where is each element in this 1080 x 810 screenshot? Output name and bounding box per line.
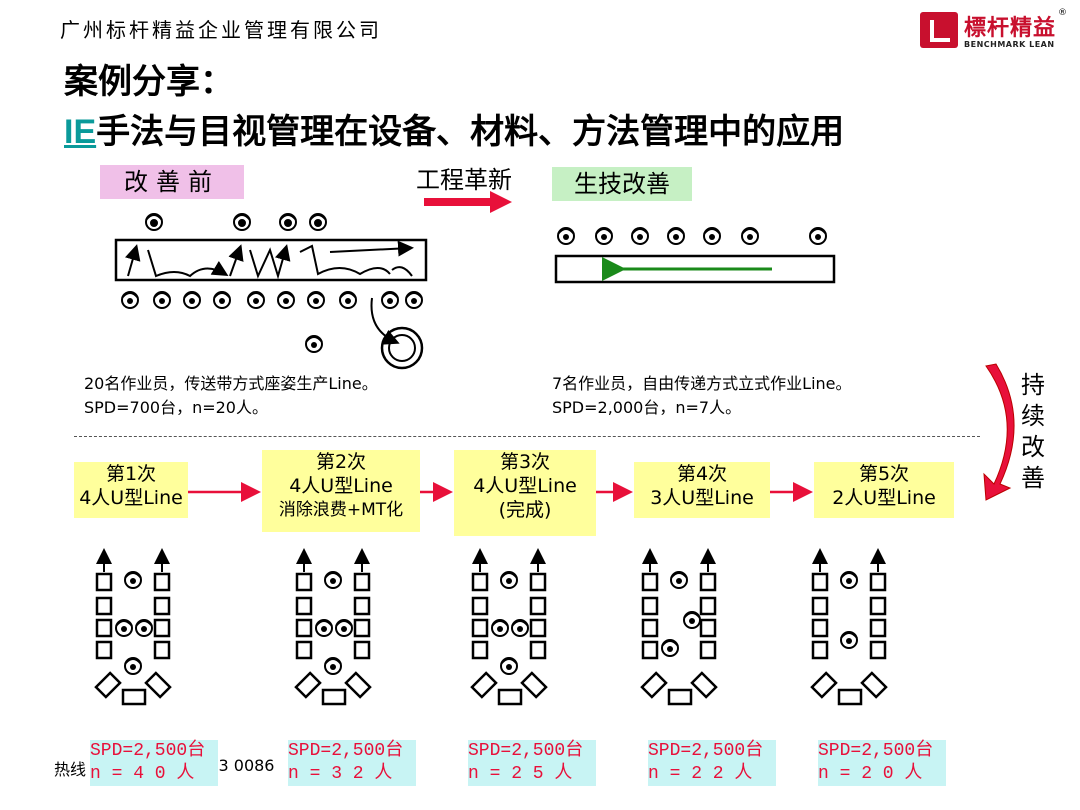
n-value: n = 4 0 人 [90, 764, 195, 784]
cont-char: 善 [1021, 464, 1045, 492]
stage-box-5: 第5次 2人U型Line [814, 462, 954, 518]
transition-arrow-icon [424, 191, 512, 213]
logo-en-text: BENCHMARK LEAN [964, 40, 1055, 49]
spd-value: SPD=2,500台 [288, 741, 404, 761]
spd-value: SPD=2,500台 [90, 741, 206, 761]
section-divider [74, 436, 980, 437]
transition-label: 工程革新 [416, 166, 512, 194]
before-label: 改善前 [100, 165, 244, 199]
stage-title: 第5次 [858, 463, 910, 485]
n-value: n = 2 2 人 [648, 764, 753, 784]
before-desc-line1: 20名作业员，传送带方式座姿生产Line。 [84, 374, 378, 393]
n-value: n = 2 0 人 [818, 764, 923, 784]
hotline-prefix: 热线 [54, 760, 87, 779]
before-description: 20名作业员，传送带方式座姿生产Line。 SPD=700台，n=20人。 [84, 372, 378, 420]
logo-mark-icon [920, 12, 958, 48]
stage-note: 消除浪费+MT化 [278, 500, 404, 520]
after-line-diagram [554, 227, 836, 284]
benchmark-lean-logo: 標杆精益 BENCHMARK LEAN ® [920, 8, 1070, 54]
spd-value: SPD=2,500台 [818, 741, 934, 761]
after-description: 7名作业员，自由传递方式立式作业Line。 SPD=2,000台，n=7人。 [552, 372, 852, 420]
company-name: 广州标杆精益企业管理有限公司 [60, 18, 382, 42]
before-desc-line2: SPD=700台，n=20人。 [84, 398, 268, 417]
stage-title: 第2次 [315, 451, 367, 473]
title-line2-rest: 手法与目视管理在设备、材料、方法管理中的应用 [96, 112, 845, 152]
spd-value: SPD=2,500台 [468, 741, 584, 761]
stage-box-3: 第3次 4人U型Line (完成) [454, 450, 596, 536]
ie-link-text: IE [64, 113, 97, 151]
after-desc-line2: SPD=2,000台，n=7人。 [552, 398, 742, 417]
n-value: n = 2 5 人 [468, 764, 573, 784]
spd-box-4: SPD=2,500台 n = 2 2 人 [648, 740, 776, 786]
continuous-improvement-label: 持 续 改 善 [1018, 370, 1048, 494]
stage-title: 第3次 [499, 451, 551, 473]
stage-subtitle: 2人U型Line [832, 487, 936, 509]
stage-box-2: 第2次 4人U型Line 消除浪费+MT化 [262, 450, 420, 532]
stage-title: 第4次 [676, 463, 728, 485]
continuous-improvement-arrow-icon [983, 363, 1015, 501]
stage-note: (完成) [498, 499, 552, 521]
stage-subtitle: 4人U型Line [289, 475, 393, 497]
stage-box-4: 第4次 3人U型Line [634, 462, 770, 518]
n-value: n = 3 2 人 [288, 764, 393, 784]
spd-box-3: SPD=2,500台 n = 2 5 人 [468, 740, 596, 786]
logo-cn-text: 標杆精益 [964, 16, 1057, 41]
stage-subtitle: 4人U型Line [79, 487, 183, 509]
before-conveyor-diagram [114, 213, 428, 370]
spd-value: SPD=2,500台 [648, 741, 764, 761]
u-line-cells [94, 548, 888, 706]
logo-registered-mark: ® [1058, 8, 1067, 18]
cont-char: 持 [1021, 371, 1045, 399]
cont-char: 改 [1021, 433, 1045, 461]
after-desc-line1: 7名作业员，自由传递方式立式作业Line。 [552, 374, 852, 393]
spd-box-2: SPD=2,500台 n = 3 2 人 [288, 740, 416, 786]
spd-box-5: SPD=2,500台 n = 2 0 人 [818, 740, 946, 786]
stage-subtitle: 4人U型Line [473, 475, 577, 497]
spd-box-1: SPD=2,500台 n = 4 0 人 [90, 740, 218, 786]
after-label: 生技改善 [552, 167, 692, 201]
slide-title-line1: 案例分享： [64, 62, 234, 102]
cont-char: 续 [1021, 402, 1045, 430]
hotline-number: ?3 0086 [210, 756, 275, 775]
stage-subtitle: 3人U型Line [650, 487, 754, 509]
slide-title-line2: IE手法与目视管理在设备、材料、方法管理中的应用 [64, 104, 844, 153]
stage-box-1: 第1次 4人U型Line [74, 462, 188, 518]
stage-title: 第1次 [105, 463, 157, 485]
